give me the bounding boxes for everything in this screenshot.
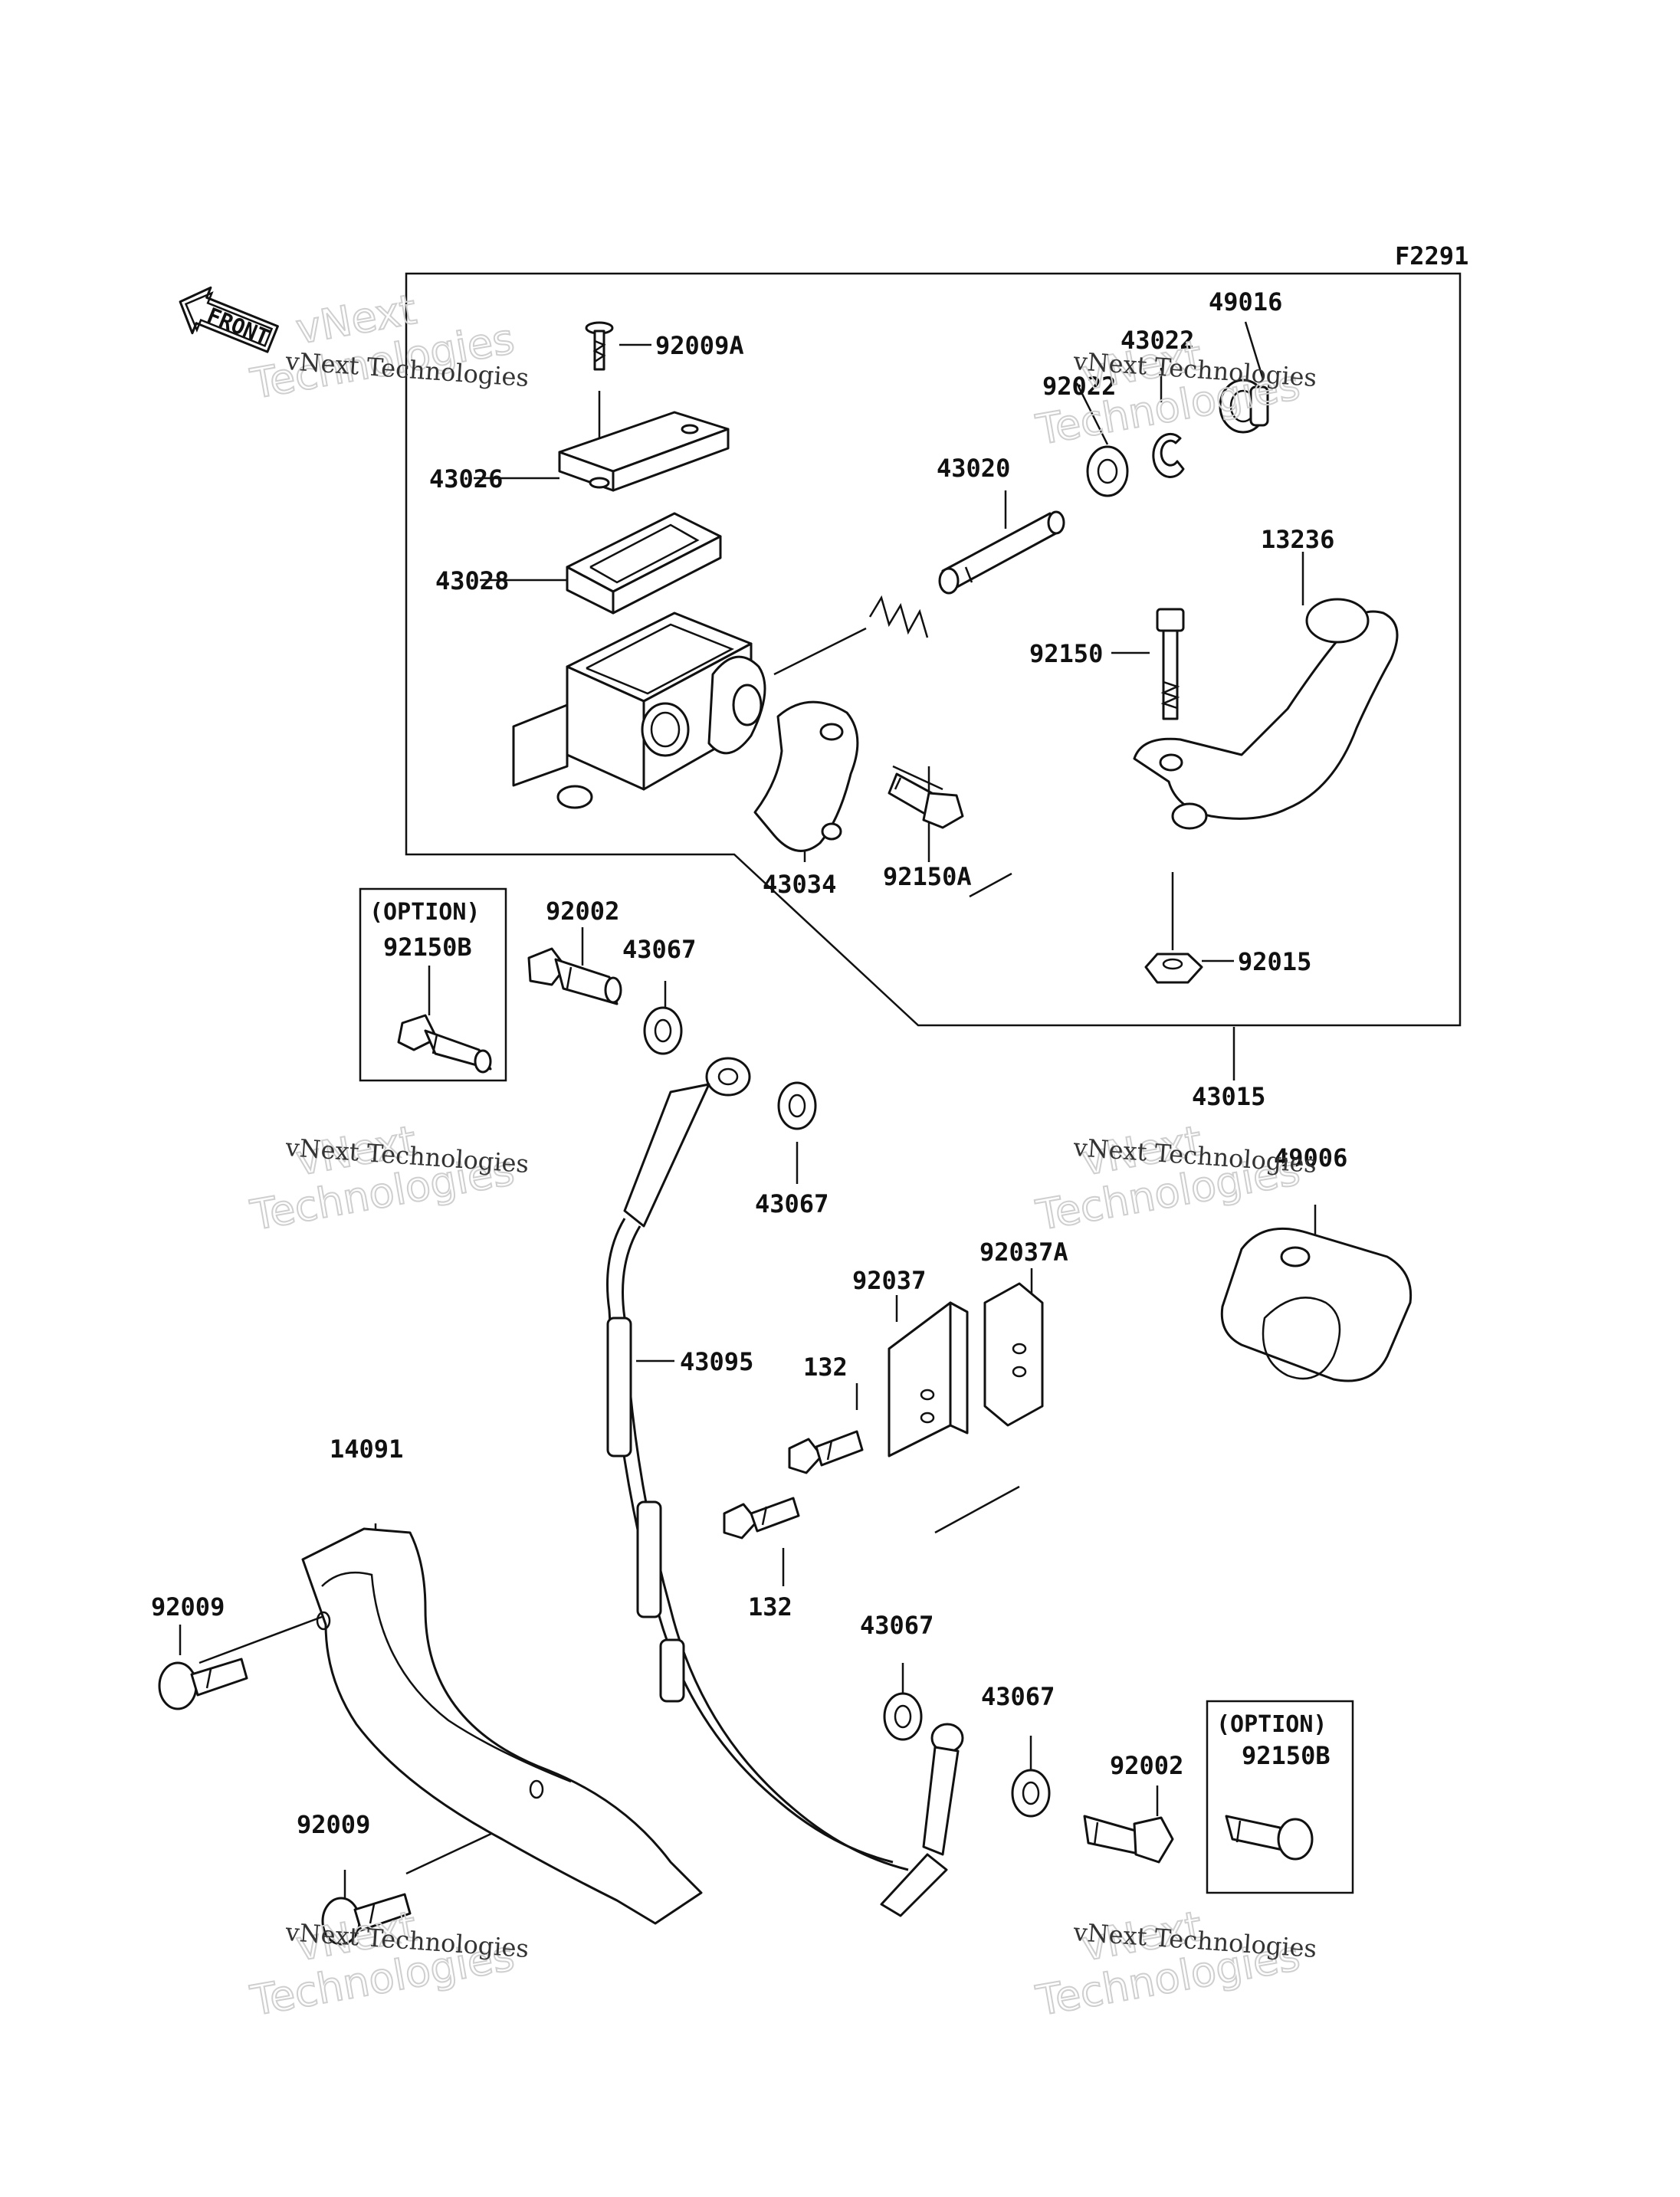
label-43067-a: 43067 — [622, 935, 696, 964]
label-92002-top: 92002 — [546, 897, 619, 926]
label-43020: 43020 — [937, 454, 1010, 483]
bolt-92150 — [1156, 608, 1185, 720]
label-92015: 92015 — [1238, 947, 1311, 976]
hose-guide-92037 — [888, 1301, 969, 1458]
label-92009-b: 92009 — [297, 1810, 370, 1839]
bolt-132-a — [788, 1430, 864, 1474]
brake-hose-43095 — [606, 1057, 964, 1917]
label-92037A: 92037A — [979, 1238, 1068, 1267]
part-labels: 92009A 43026 43028 43020 92022 43022 490… — [151, 287, 1347, 1839]
label-43067-c: 43067 — [860, 1611, 934, 1640]
label-92037: 92037 — [852, 1266, 926, 1295]
label-49006: 49006 — [1274, 1143, 1347, 1172]
label-92150A: 92150A — [883, 862, 972, 891]
bolt-92150A — [888, 772, 964, 829]
bolt-92009-b — [321, 1893, 412, 1946]
circlip-43022 — [1152, 432, 1185, 478]
diaphragm-43028 — [566, 512, 722, 615]
label-92150: 92150 — [1029, 639, 1103, 668]
label-43022: 43022 — [1121, 326, 1194, 355]
option-label-bottom: (OPTION) — [1216, 1711, 1327, 1738]
label-43034: 43034 — [763, 870, 836, 899]
label-92009A: 92009A — [655, 331, 744, 360]
washer-43067-a — [643, 1006, 683, 1055]
banjo-bolt-92150B-bottom — [1225, 1815, 1314, 1861]
label-92002-bottom: 92002 — [1110, 1751, 1183, 1780]
banjo-bolt-92002-bottom — [1083, 1815, 1174, 1864]
label-92150B-top: 92150B — [383, 933, 472, 962]
label-43067-d: 43067 — [981, 1682, 1055, 1711]
label-132-a: 132 — [803, 1353, 848, 1382]
label-43015: 43015 — [1192, 1082, 1265, 1111]
label-43026: 43026 — [429, 464, 503, 494]
label-49016: 49016 — [1209, 287, 1282, 316]
hose-guide-92037A — [983, 1282, 1044, 1427]
option-box-bottom — [1206, 1700, 1354, 1894]
label-92009-a: 92009 — [151, 1592, 225, 1622]
washer-92022 — [1086, 445, 1129, 497]
clamp-49006 — [1220, 1227, 1413, 1382]
screw-92009A — [585, 321, 614, 371]
piston-spring-43020 — [868, 510, 1065, 638]
washer-43067-b — [777, 1081, 817, 1130]
banjo-bolt-92002-top — [527, 947, 622, 1005]
figure-code: F2291 — [1395, 241, 1468, 271]
reservoir-cap-43026 — [558, 411, 730, 492]
bracket-14091 — [301, 1527, 703, 1925]
banjo-bolt-92150B-top — [397, 1014, 492, 1074]
bolt-132-b — [723, 1497, 800, 1540]
boot-49016 — [1219, 379, 1269, 434]
label-43028: 43028 — [435, 566, 509, 595]
nut-92015 — [1144, 953, 1203, 984]
label-13236: 13236 — [1261, 525, 1334, 554]
label-43067-b: 43067 — [755, 1189, 829, 1218]
label-92022: 92022 — [1042, 372, 1116, 401]
master-cylinder-body — [512, 612, 766, 809]
clamp-43034 — [753, 700, 859, 852]
option-label-top: (OPTION) — [369, 899, 481, 926]
lever-13236 — [1133, 598, 1399, 830]
washer-43067-c — [883, 1692, 923, 1741]
bolt-92009-a — [158, 1658, 248, 1710]
label-14091: 14091 — [330, 1435, 403, 1464]
front-arrow-icon: FRONT — [179, 286, 279, 353]
washer-43067-d — [1011, 1769, 1051, 1818]
option-box-top — [359, 887, 507, 1082]
assembly-frame-43015 — [405, 272, 1462, 1027]
label-92150B-bottom: 92150B — [1242, 1741, 1331, 1770]
label-132-b: 132 — [748, 1592, 792, 1622]
label-43095: 43095 — [680, 1347, 753, 1376]
